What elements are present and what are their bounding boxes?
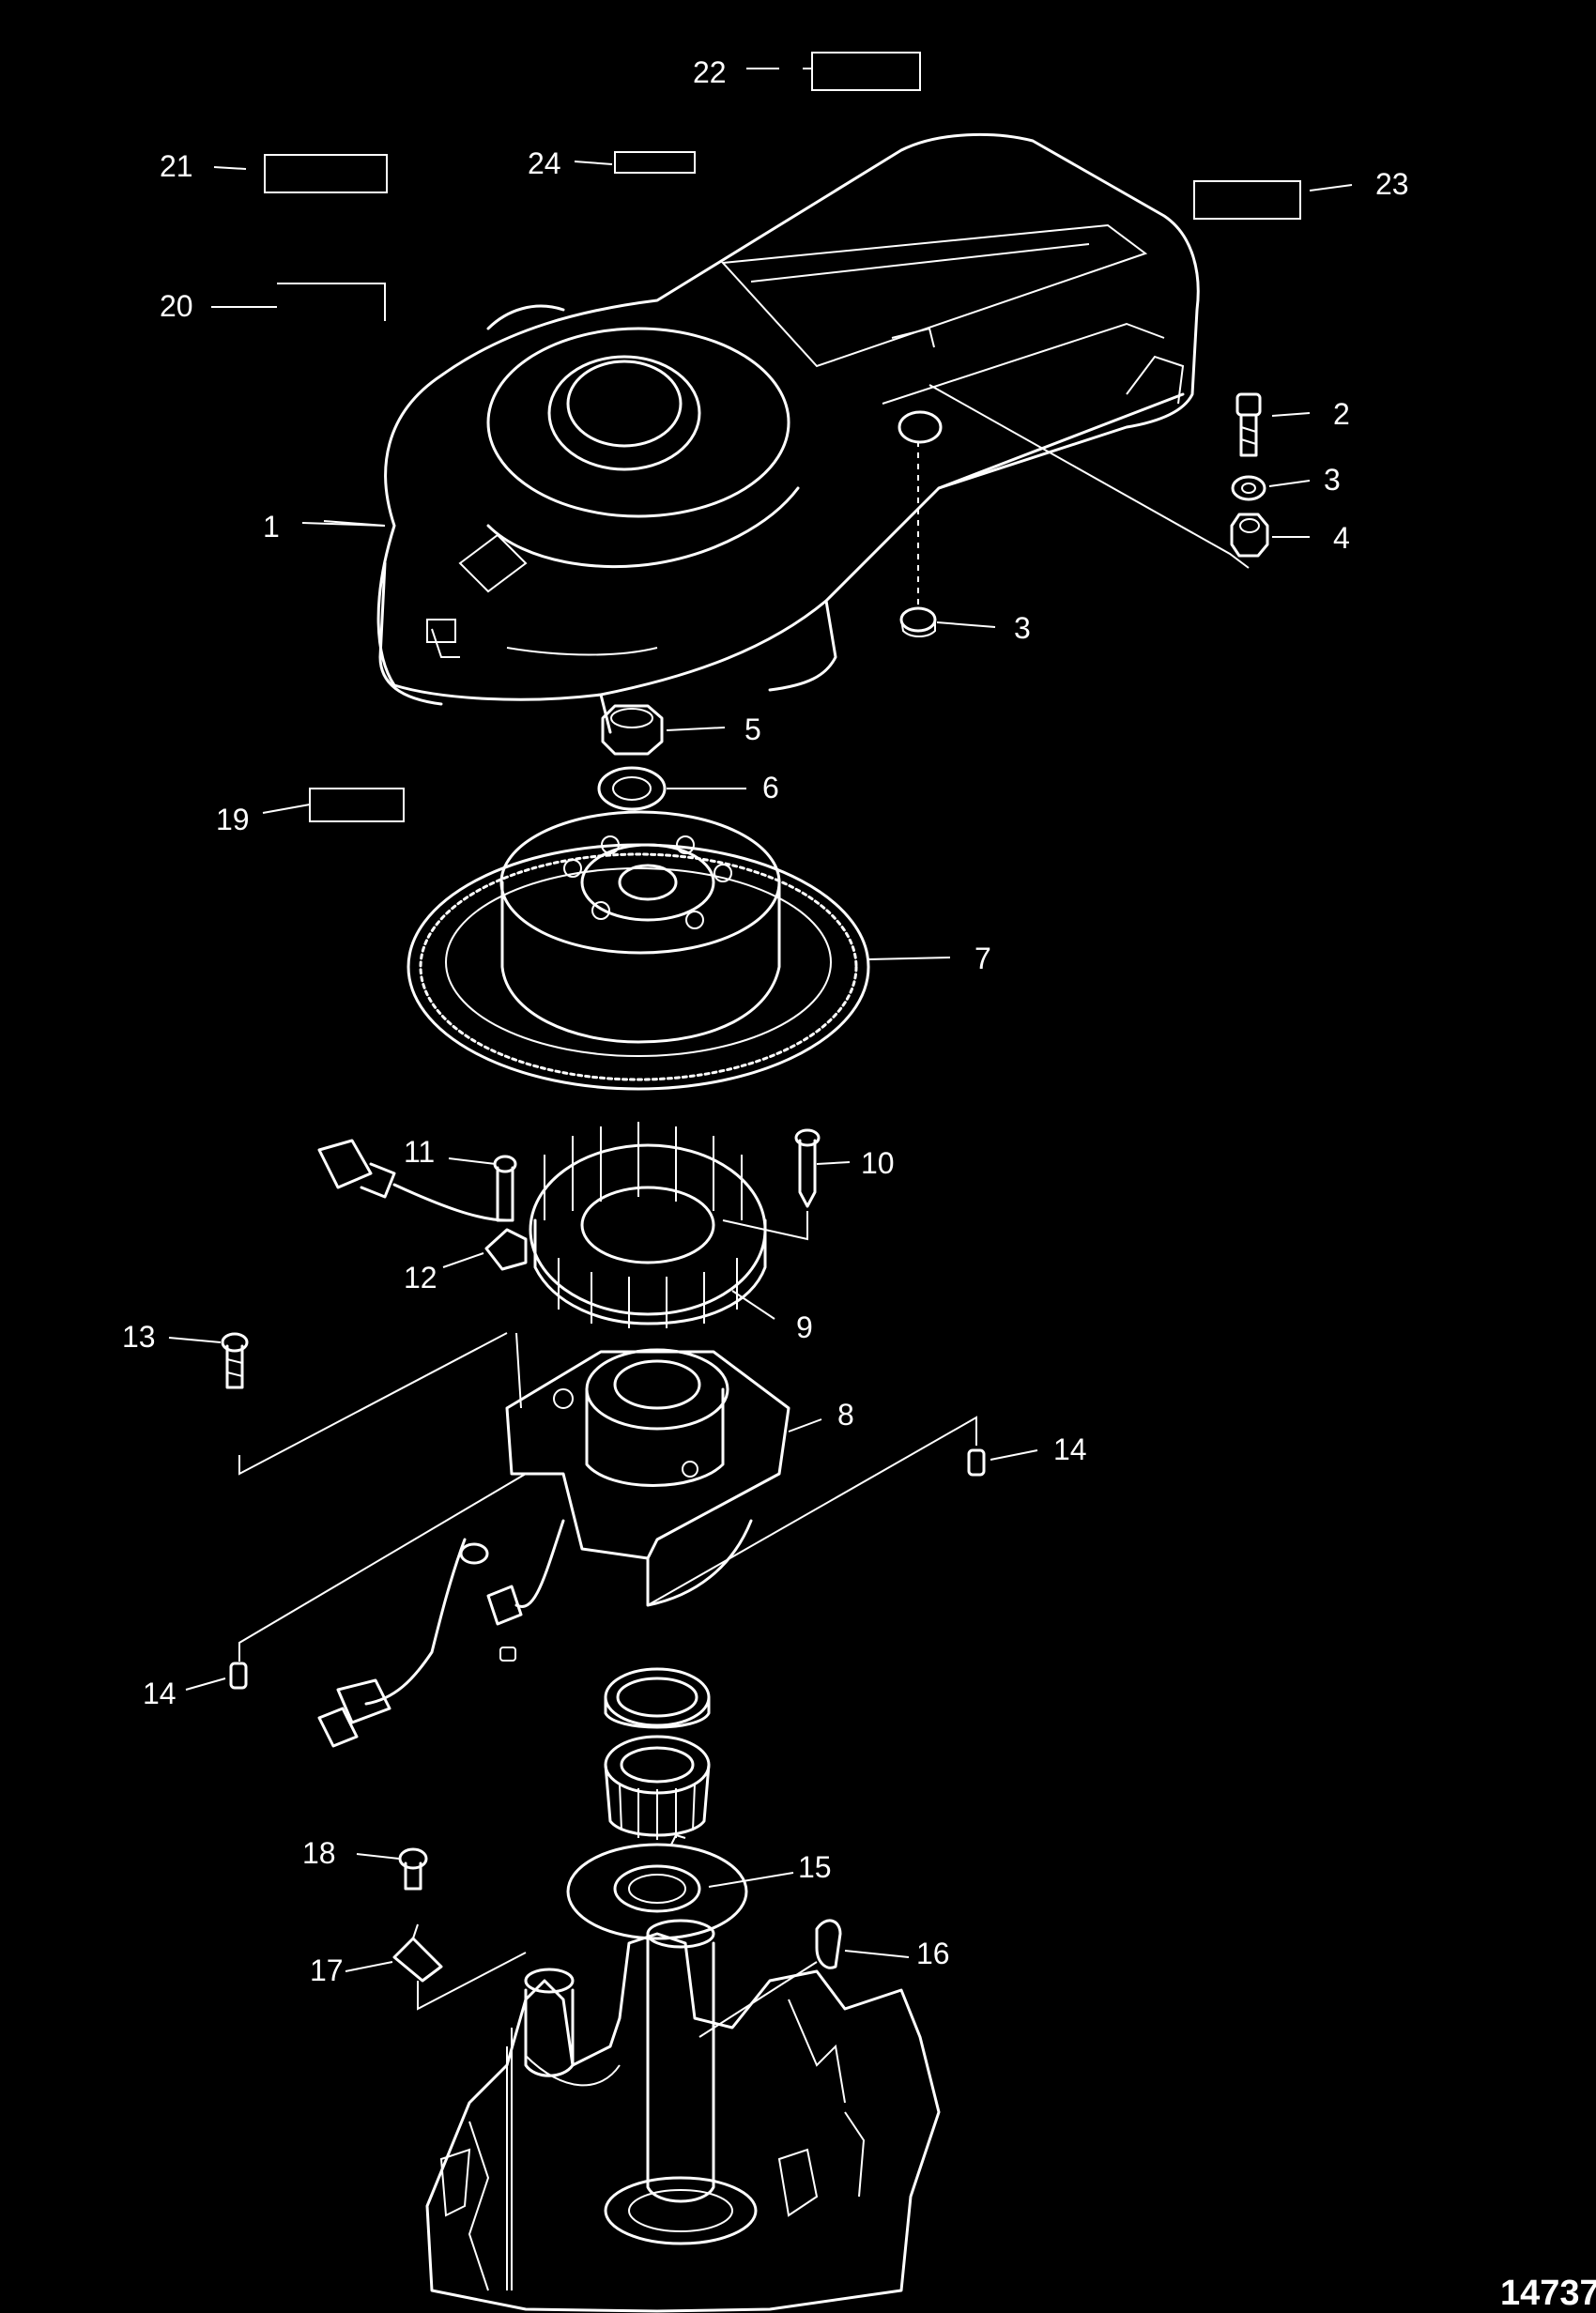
leader-lines (168, 68, 1353, 1972)
screw-18 (398, 1847, 428, 1891)
ref-box-20 (277, 283, 386, 321)
callout-21: 21 (160, 149, 193, 183)
bearing-race (604, 1667, 711, 1729)
callout-14-left: 14 (143, 1677, 176, 1710)
callout-10: 10 (861, 1146, 895, 1180)
ref-box-19 (309, 788, 405, 822)
base-to-pin-14-right-line (647, 1416, 977, 1606)
callout-18: 18 (302, 1836, 336, 1870)
callout-5: 5 (744, 712, 761, 746)
screw-13 (221, 1332, 249, 1389)
callout-15: 15 (798, 1850, 832, 1884)
callout-12: 12 (404, 1261, 437, 1294)
ref-box-21 (264, 154, 388, 193)
washer-3-lower (899, 606, 937, 637)
screw-10-line (722, 1211, 808, 1241)
ref-box-24 (614, 151, 696, 174)
clip-17 (392, 1923, 443, 1983)
callout-7: 7 (974, 942, 991, 975)
callout-19: 19 (216, 803, 250, 836)
callout-16: 16 (916, 1937, 950, 1970)
ref-box-22 (811, 52, 921, 91)
base-to-pin-14-left-line (238, 1473, 527, 1662)
cover-to-nut-line (928, 384, 1250, 569)
callout-2: 2 (1333, 397, 1350, 431)
clip-17-line (417, 1952, 527, 2011)
bracket-12 (484, 1228, 528, 1271)
seal-plate-15 (566, 1833, 748, 1940)
callout-23: 23 (1375, 167, 1409, 201)
callout-9: 9 (796, 1310, 813, 1344)
screw-2 (1235, 392, 1262, 457)
callout-3-lower: 3 (1014, 611, 1031, 645)
callout-24: 24 (528, 146, 561, 180)
base-to-screw-13-line (238, 1332, 508, 1476)
callout-6: 6 (762, 771, 779, 804)
flywheel-7 (407, 810, 870, 1091)
washer-3-upper (1231, 475, 1266, 501)
callout-20: 20 (160, 289, 193, 323)
bearing (604, 1735, 711, 1840)
callout-1: 1 (263, 510, 280, 544)
washer-6 (597, 766, 667, 811)
screw-10 (794, 1128, 821, 1208)
callout-14-right: 14 (1053, 1432, 1087, 1466)
callout-3-upper: 3 (1324, 463, 1341, 497)
flywheel-nut-5 (601, 704, 664, 756)
trigger-base-8 (505, 1332, 790, 1607)
callout-8: 8 (837, 1398, 854, 1432)
pin-14-right (967, 1448, 986, 1477)
flywheel-cover (376, 132, 1200, 734)
powerhead-crankcase (425, 1919, 941, 2313)
wiring-harness (317, 1519, 565, 1748)
callout-22: 22 (693, 55, 727, 89)
pin-14-left (229, 1662, 248, 1690)
callout-11: 11 (404, 1135, 435, 1169)
woodruff-key-16 (815, 1919, 842, 1969)
callout-13: 13 (122, 1320, 156, 1354)
stator-9 (529, 1122, 767, 1328)
screw-11 (493, 1155, 517, 1222)
callout-17: 17 (310, 1953, 344, 1987)
ref-box-23 (1193, 180, 1301, 220)
nut-4 (1230, 513, 1269, 558)
figure-id: 14737 (1500, 2274, 1596, 2313)
callout-4: 4 (1333, 521, 1350, 555)
stator-connector (317, 1139, 509, 1222)
